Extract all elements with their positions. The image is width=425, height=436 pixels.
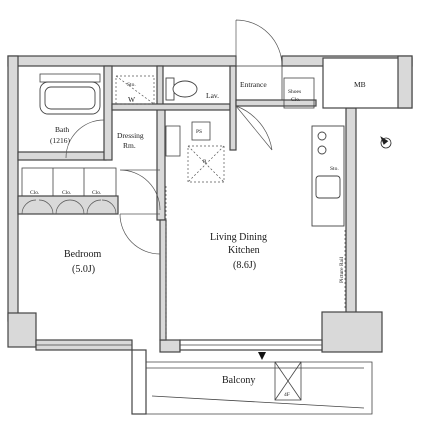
washer-space [115,75,155,105]
bath-size-label: (1216) [50,136,70,145]
picture-rail-label: Picture Rail [339,256,345,283]
dressing-right-wall [156,107,166,221]
closet-area [21,167,117,197]
top-wall-left [7,55,237,67]
entrance-label: Entrance [240,80,267,89]
closet-label-1: Clo. [30,190,40,196]
entrance-door [235,19,283,67]
dressing-sink [165,125,181,157]
dressing-label-1: Dressing [117,131,144,140]
bath-bottom-wall [17,151,107,161]
sto-label: Sto. [127,82,136,88]
closet-door-2 [55,199,85,215]
compass-north-icon [380,136,392,149]
ldk-door [235,105,273,151]
right-wall [345,107,357,329]
washer-label: W [128,95,136,104]
lav-left-wall [156,65,164,109]
kitchen-sto-label: Sto. [330,166,339,172]
ps-label: PS [196,129,202,135]
entrance-left-wall [229,65,237,151]
balcony-arrow [258,352,266,360]
bedroom-right-wall [159,219,167,341]
closet-label-2: Clo. [62,190,72,196]
ac-diag-2 [274,361,302,401]
bath-right-wall [103,65,113,161]
ps-box [191,121,211,141]
closet-door-1 [21,199,54,215]
mb-label: MB [354,80,366,89]
bathtub-inner [44,86,96,110]
stove-burner-1 [317,131,327,141]
kitchen-sink [315,175,341,199]
ac-unit-label: 4F [284,392,290,398]
shoes-label-2: Clo. [291,97,301,103]
stove-burner-2 [317,145,327,155]
shoes-label-1: Shoes [288,89,301,95]
bath-label: Bath [55,125,69,134]
entrance-bottom [235,99,317,107]
dressing-door [119,169,161,211]
closet-door-3 [86,199,117,215]
lav-label: Lav. [206,91,219,100]
ldk-label-2: Kitchen [228,245,260,256]
bath-step [39,73,101,83]
left-wall [7,55,19,322]
bottom-wall-mid [159,339,181,353]
r-label: R [203,159,207,165]
closet-bottom-wall [17,195,119,215]
bedroom-size-label: (5.0J) [72,264,95,275]
ldk-size-label: (8.6J) [233,260,256,271]
ldk-label-1: Living Dining [210,232,267,243]
bedroom-door [119,213,161,255]
balcony-left [131,349,147,415]
dressing-label-2: Rm. [123,141,136,150]
bedroom-label: Bedroom [64,249,101,260]
closet-label-3: Clo. [92,190,102,196]
mb-right-post [397,55,413,109]
balcony-rail-2 [151,395,365,409]
shoes-closet [283,77,315,109]
balcony-label: Balcony [222,375,255,386]
bath-door [65,119,105,159]
r-diag-2 [187,145,225,183]
bottom-wall-right [321,311,383,353]
toilet-bowl [172,80,198,98]
bottom-wall-left [7,312,37,348]
lav-bottom-wall [111,103,231,111]
entrance-step [235,65,283,101]
ac-unit [274,361,302,401]
r-box [187,145,225,183]
